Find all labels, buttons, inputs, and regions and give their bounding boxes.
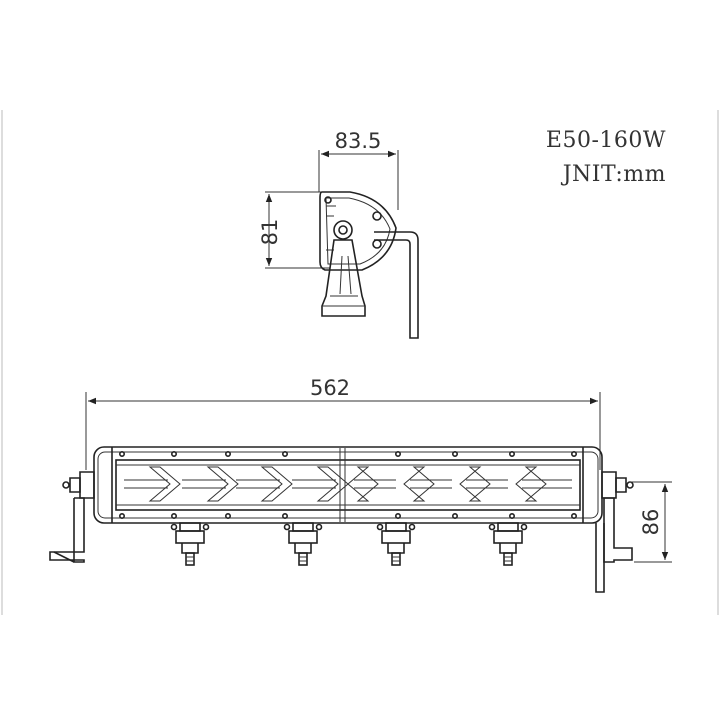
side-height-dim: 81 <box>258 219 282 246</box>
mounting-studs <box>170 522 528 566</box>
side-view: 83.5 81 <box>258 129 419 339</box>
model-label: E50-160W <box>545 128 666 153</box>
front-view: 562 <box>49 376 672 593</box>
unit-label: JNIT:mm <box>562 162 666 187</box>
total-length-dim: 562 <box>310 376 350 400</box>
bracket-height-dim: 86 <box>639 509 663 536</box>
side-width-dim: 83.5 <box>335 129 382 153</box>
